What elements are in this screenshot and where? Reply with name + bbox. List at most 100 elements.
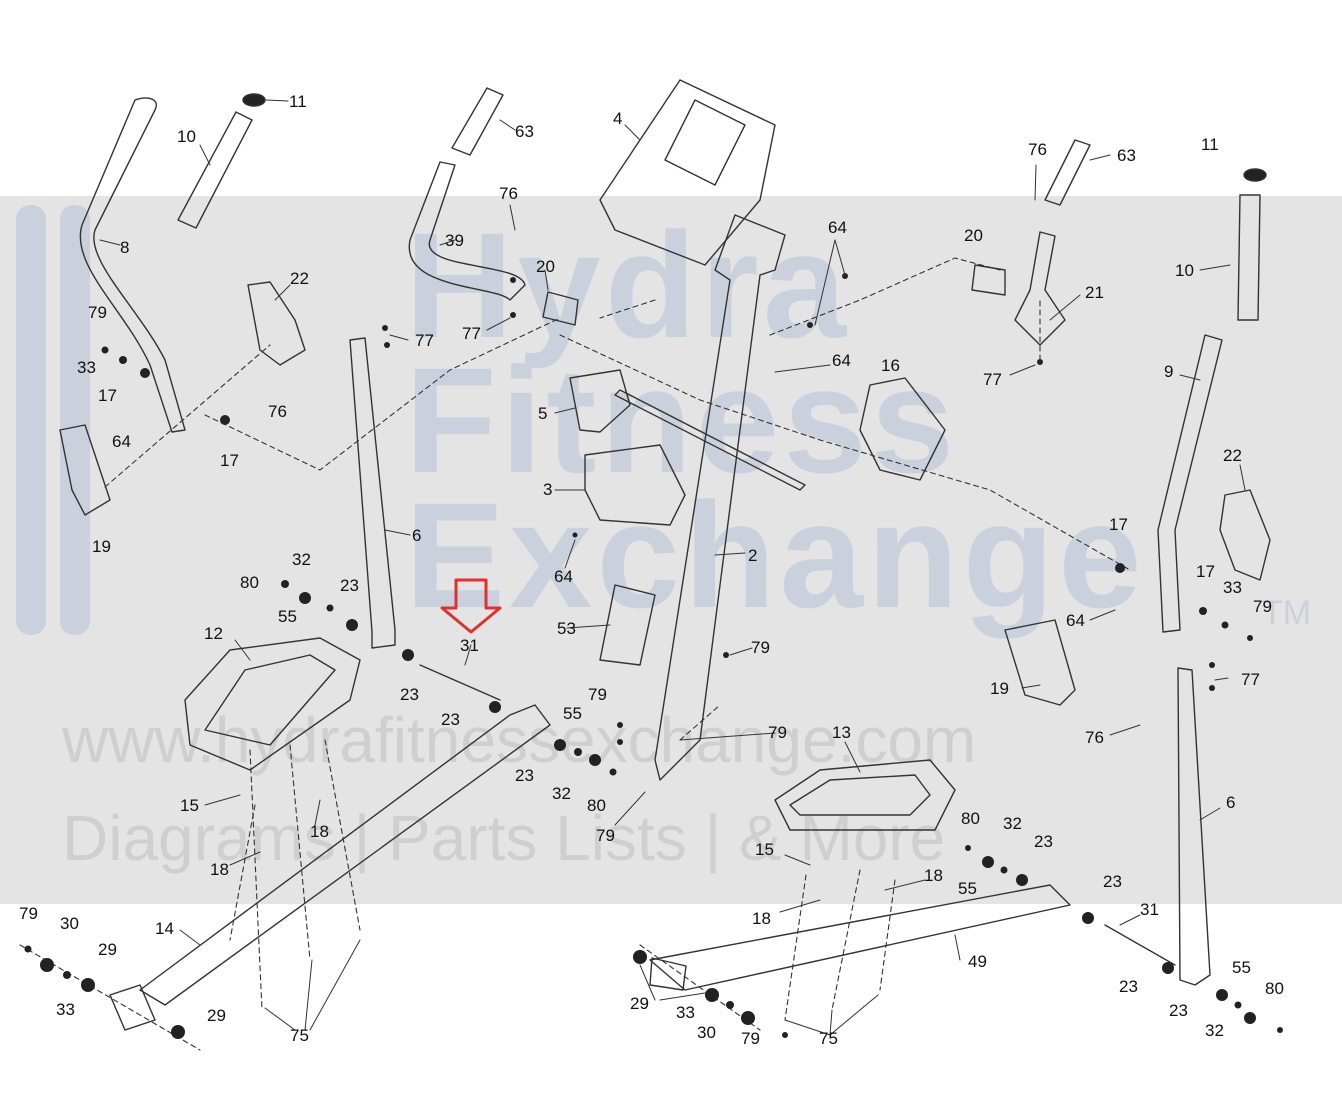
- highlight-arrow-icon: [440, 578, 502, 634]
- left-tube-10: [177, 111, 253, 229]
- label-part-64: 64: [832, 351, 851, 370]
- left-shroud-22: [247, 281, 306, 366]
- label-part-10: 10: [1175, 261, 1194, 280]
- left-pedal-12: [184, 637, 361, 771]
- label-part-79: 79: [19, 904, 38, 923]
- right-handlebar-9: [1157, 334, 1223, 633]
- label-part-23: 23: [1169, 1001, 1188, 1020]
- label-part-16: 16: [881, 356, 900, 375]
- label-part-4: 4: [613, 109, 623, 128]
- label-part-80: 80: [587, 796, 606, 815]
- assembly-dashed-lines: [19, 257, 1131, 1051]
- label-part-23: 23: [340, 576, 359, 595]
- label-part-33: 33: [56, 1000, 75, 1019]
- label-part-14: 14: [155, 919, 174, 938]
- label-part-5: 5: [538, 404, 548, 423]
- label-part-30: 30: [60, 914, 79, 933]
- label-part-17: 17: [98, 386, 117, 405]
- label-part-8: 8: [120, 238, 130, 257]
- label-part-55: 55: [958, 879, 977, 898]
- front-shroud-3: [584, 444, 686, 526]
- label-part-79: 79: [596, 826, 615, 845]
- label-part-77: 77: [462, 324, 481, 343]
- watermark-band: [0, 196, 1342, 904]
- label-part-22: 22: [1223, 446, 1242, 465]
- label-part-32: 32: [1205, 1021, 1224, 1040]
- axle-31: [419, 664, 501, 701]
- label-part-22: 22: [290, 269, 309, 288]
- left-cap-11: [242, 93, 266, 107]
- label-part-6: 6: [1226, 793, 1236, 812]
- label-part-76: 76: [268, 402, 287, 421]
- label-part-15: 15: [755, 840, 774, 859]
- label-part-17: 17: [220, 451, 239, 470]
- label-part-80: 80: [1265, 979, 1284, 998]
- label-part-63: 63: [515, 122, 534, 141]
- label-part-17: 17: [1109, 515, 1128, 534]
- label-part-49: 49: [968, 952, 987, 971]
- label-part-33: 33: [676, 1003, 695, 1022]
- label-part-15: 15: [180, 796, 199, 815]
- label-part-64: 64: [1066, 611, 1085, 630]
- label-part-55: 55: [278, 607, 297, 626]
- right-tube-10: [1237, 194, 1261, 321]
- watermark-logo-icon: [16, 205, 90, 635]
- watermark-brand-line3: Exchange: [405, 471, 1146, 639]
- label-part-23: 23: [1103, 872, 1122, 891]
- label-part-11: 11: [1201, 135, 1219, 154]
- label-part-18: 18: [752, 909, 771, 928]
- label-part-10: 10: [177, 127, 196, 146]
- left-pedal-arm-14: [109, 704, 551, 1031]
- label-part-18: 18: [310, 822, 329, 841]
- water-bottle-cup-5: [569, 369, 631, 433]
- label-part-80: 80: [961, 809, 980, 828]
- right-pivot-20: [971, 264, 1006, 296]
- label-part-79: 79: [88, 303, 107, 322]
- label-part-18: 18: [924, 866, 943, 885]
- label-part-23: 23: [515, 766, 534, 785]
- label-part-19: 19: [990, 679, 1009, 698]
- label-part-77: 77: [415, 331, 434, 350]
- label-part-76: 76: [499, 184, 518, 203]
- label-part-33: 33: [77, 358, 96, 377]
- right-shroud-19: [1004, 619, 1076, 706]
- label-part-32: 32: [292, 550, 311, 569]
- label-part-23: 23: [1119, 977, 1138, 996]
- label-part-39: 39: [445, 231, 464, 250]
- right-handle-21: [1014, 231, 1066, 346]
- label-part-55: 55: [563, 704, 582, 723]
- leader-lines: [99, 99, 1246, 1036]
- label-part-29: 29: [630, 994, 649, 1013]
- label-part-64: 64: [554, 567, 573, 586]
- console-4: [599, 79, 776, 266]
- left-shroud-19: [59, 424, 111, 516]
- label-part-76: 76: [1028, 140, 1047, 159]
- label-part-17: 17: [1196, 562, 1215, 581]
- left-handlebar-8: [79, 97, 186, 433]
- label-part-9: 9: [1164, 362, 1174, 381]
- right-shroud-22: [1219, 489, 1271, 581]
- label-part-3: 3: [543, 480, 553, 499]
- label-part-79: 79: [768, 723, 787, 742]
- right-upright-6: [1177, 667, 1211, 986]
- label-part-20: 20: [536, 257, 555, 276]
- label-part-2: 2: [748, 546, 758, 565]
- label-part-79: 79: [588, 685, 607, 704]
- fasteners: [24, 273, 1283, 1039]
- label-part-33: 33: [1223, 578, 1242, 597]
- label-part-79: 79: [741, 1029, 760, 1048]
- label-part-64: 64: [828, 218, 847, 237]
- axle-31-right: [1104, 924, 1176, 966]
- label-part-32: 32: [1003, 814, 1022, 833]
- label-part-75: 75: [819, 1029, 838, 1048]
- label-part-12: 12: [204, 624, 223, 643]
- watermark-tagline: Diagrams | Parts Lists | & More: [62, 802, 946, 874]
- label-part-23: 23: [400, 685, 419, 704]
- label-part-23: 23: [1034, 832, 1053, 851]
- label-part-20: 20: [964, 226, 983, 245]
- label-part-77: 77: [1241, 670, 1260, 689]
- label-part-63: 63: [1117, 146, 1136, 165]
- label-part-79: 79: [751, 638, 770, 657]
